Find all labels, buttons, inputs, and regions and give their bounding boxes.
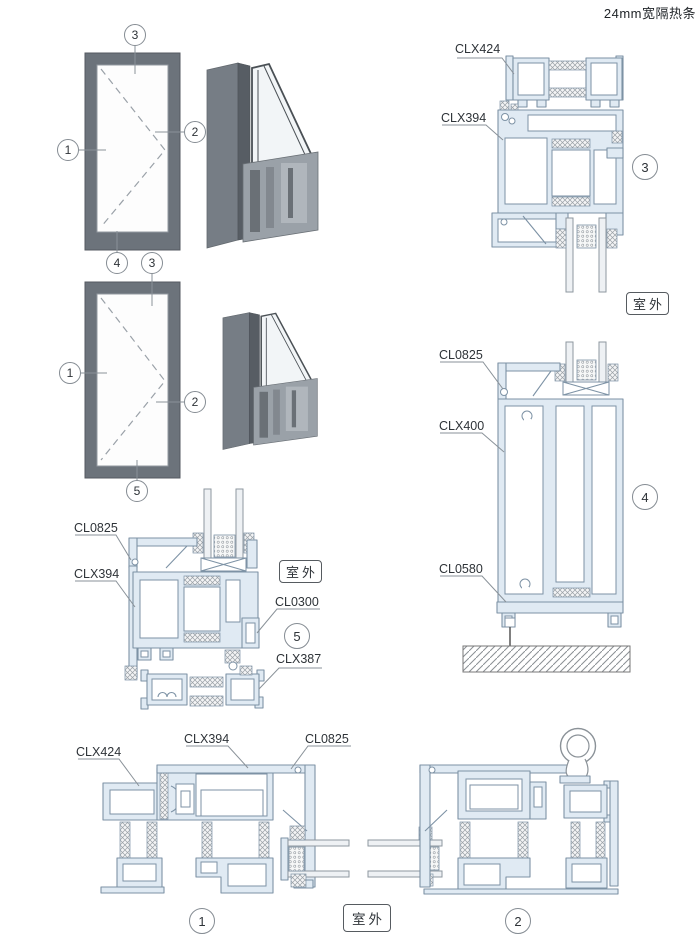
outdoor-badge: 室外 (343, 904, 391, 932)
thermal-break-hatch (459, 821, 471, 859)
thermal-break-hatch (517, 821, 529, 859)
corner-sample-render (222, 311, 319, 451)
profile-label-cl0580: CL0580 (439, 562, 483, 576)
thermal-break-hatch (258, 821, 270, 859)
thermal-break-hatch (551, 138, 591, 149)
label-leader-lines (75, 57, 515, 787)
thermal-break-hatch (189, 695, 224, 707)
thermal-break-hatch (183, 575, 221, 586)
callout-badge-detail-5: 5 (284, 623, 310, 649)
thermal-break-hatch (548, 60, 587, 71)
section-detail-5 (124, 488, 265, 710)
opening-direction-dashes (100, 297, 166, 461)
section-detail-1 (100, 764, 316, 894)
callout-badge-1: 1 (59, 362, 81, 384)
section-detail-2 (419, 727, 619, 895)
callout-badge-3: 3 (124, 24, 146, 46)
outdoor-badge: 室外 (626, 292, 670, 315)
page-title: 24mm宽隔热条 (603, 6, 696, 21)
thermal-break-hatch (119, 821, 131, 859)
glass-pane (565, 341, 574, 383)
callout-badge-detail-4: 4 (632, 484, 658, 510)
callout-badge-5: 5 (126, 480, 148, 502)
handle-neck (565, 758, 589, 779)
callout-badge-detail-1: 1 (189, 908, 215, 934)
thermal-break-hatch (189, 676, 224, 688)
thermal-break-hatch (183, 632, 221, 643)
vertical-glazing-unit (554, 217, 619, 396)
section-detail-3 (491, 55, 624, 248)
corner-sample-render (206, 62, 319, 249)
glass-pane (598, 217, 607, 293)
anchor-fixing (504, 617, 516, 628)
glazing-spacer-hatch (576, 224, 597, 249)
profile-label-clx394: CLX394 (184, 732, 230, 746)
window-elevation-bottom (81, 274, 184, 480)
glazing-spacer-hatch (213, 534, 236, 558)
glass-pane (367, 839, 443, 847)
thermal-break-hatch (146, 821, 158, 859)
outdoor-badge: 室外 (279, 560, 323, 583)
profile-label-clx424: CLX424 (455, 42, 501, 56)
thermal-break-hatch (201, 821, 213, 859)
callout-badge-2: 2 (184, 121, 206, 143)
callout-badge-3: 3 (141, 252, 163, 274)
profile-label-clx424: CLX424 (76, 745, 122, 759)
ground-hatch (462, 645, 631, 673)
thermal-break-hatch (551, 196, 591, 207)
glass-pane (287, 870, 350, 878)
profile-label-clx400: CLX400 (439, 419, 485, 433)
profile-label-cl0825: CL0825 (305, 732, 349, 746)
glass-pane (203, 488, 212, 559)
glass-pane (565, 217, 574, 293)
callout-badge-4: 4 (106, 252, 128, 274)
thermal-break-hatch (552, 587, 591, 598)
profile-label-clx387: CLX387 (276, 652, 322, 666)
callout-badge-detail-2: 2 (505, 908, 531, 934)
thermal-break-hatch (570, 821, 581, 859)
glass-panel (96, 293, 169, 467)
profile-label-clx394: CLX394 (441, 111, 487, 125)
glazing-spacer-hatch (288, 846, 305, 872)
glass-pane (598, 341, 607, 383)
thermal-break-hatch (548, 87, 587, 98)
profile-label-cl0300: CL0300 (275, 595, 319, 609)
window-elevation-top (79, 46, 184, 252)
glass-pane (367, 870, 443, 878)
glazing-spacer-hatch (576, 359, 597, 381)
glass-panel (96, 64, 169, 233)
glass-pane (287, 839, 350, 847)
profile-label-cl0825: CL0825 (74, 521, 118, 535)
opening-direction-dashes (100, 68, 166, 228)
profile-label-clx394: CLX394 (74, 567, 120, 581)
callout-badge-detail-3: 3 (632, 154, 658, 180)
section-detail-4 (462, 362, 631, 673)
callout-badge-1: 1 (57, 139, 79, 161)
profile-label-cl0825: CL0825 (439, 348, 483, 362)
callout-badge-2: 2 (184, 391, 206, 413)
thermal-break-hatch (595, 821, 606, 859)
glass-pane (235, 488, 244, 559)
